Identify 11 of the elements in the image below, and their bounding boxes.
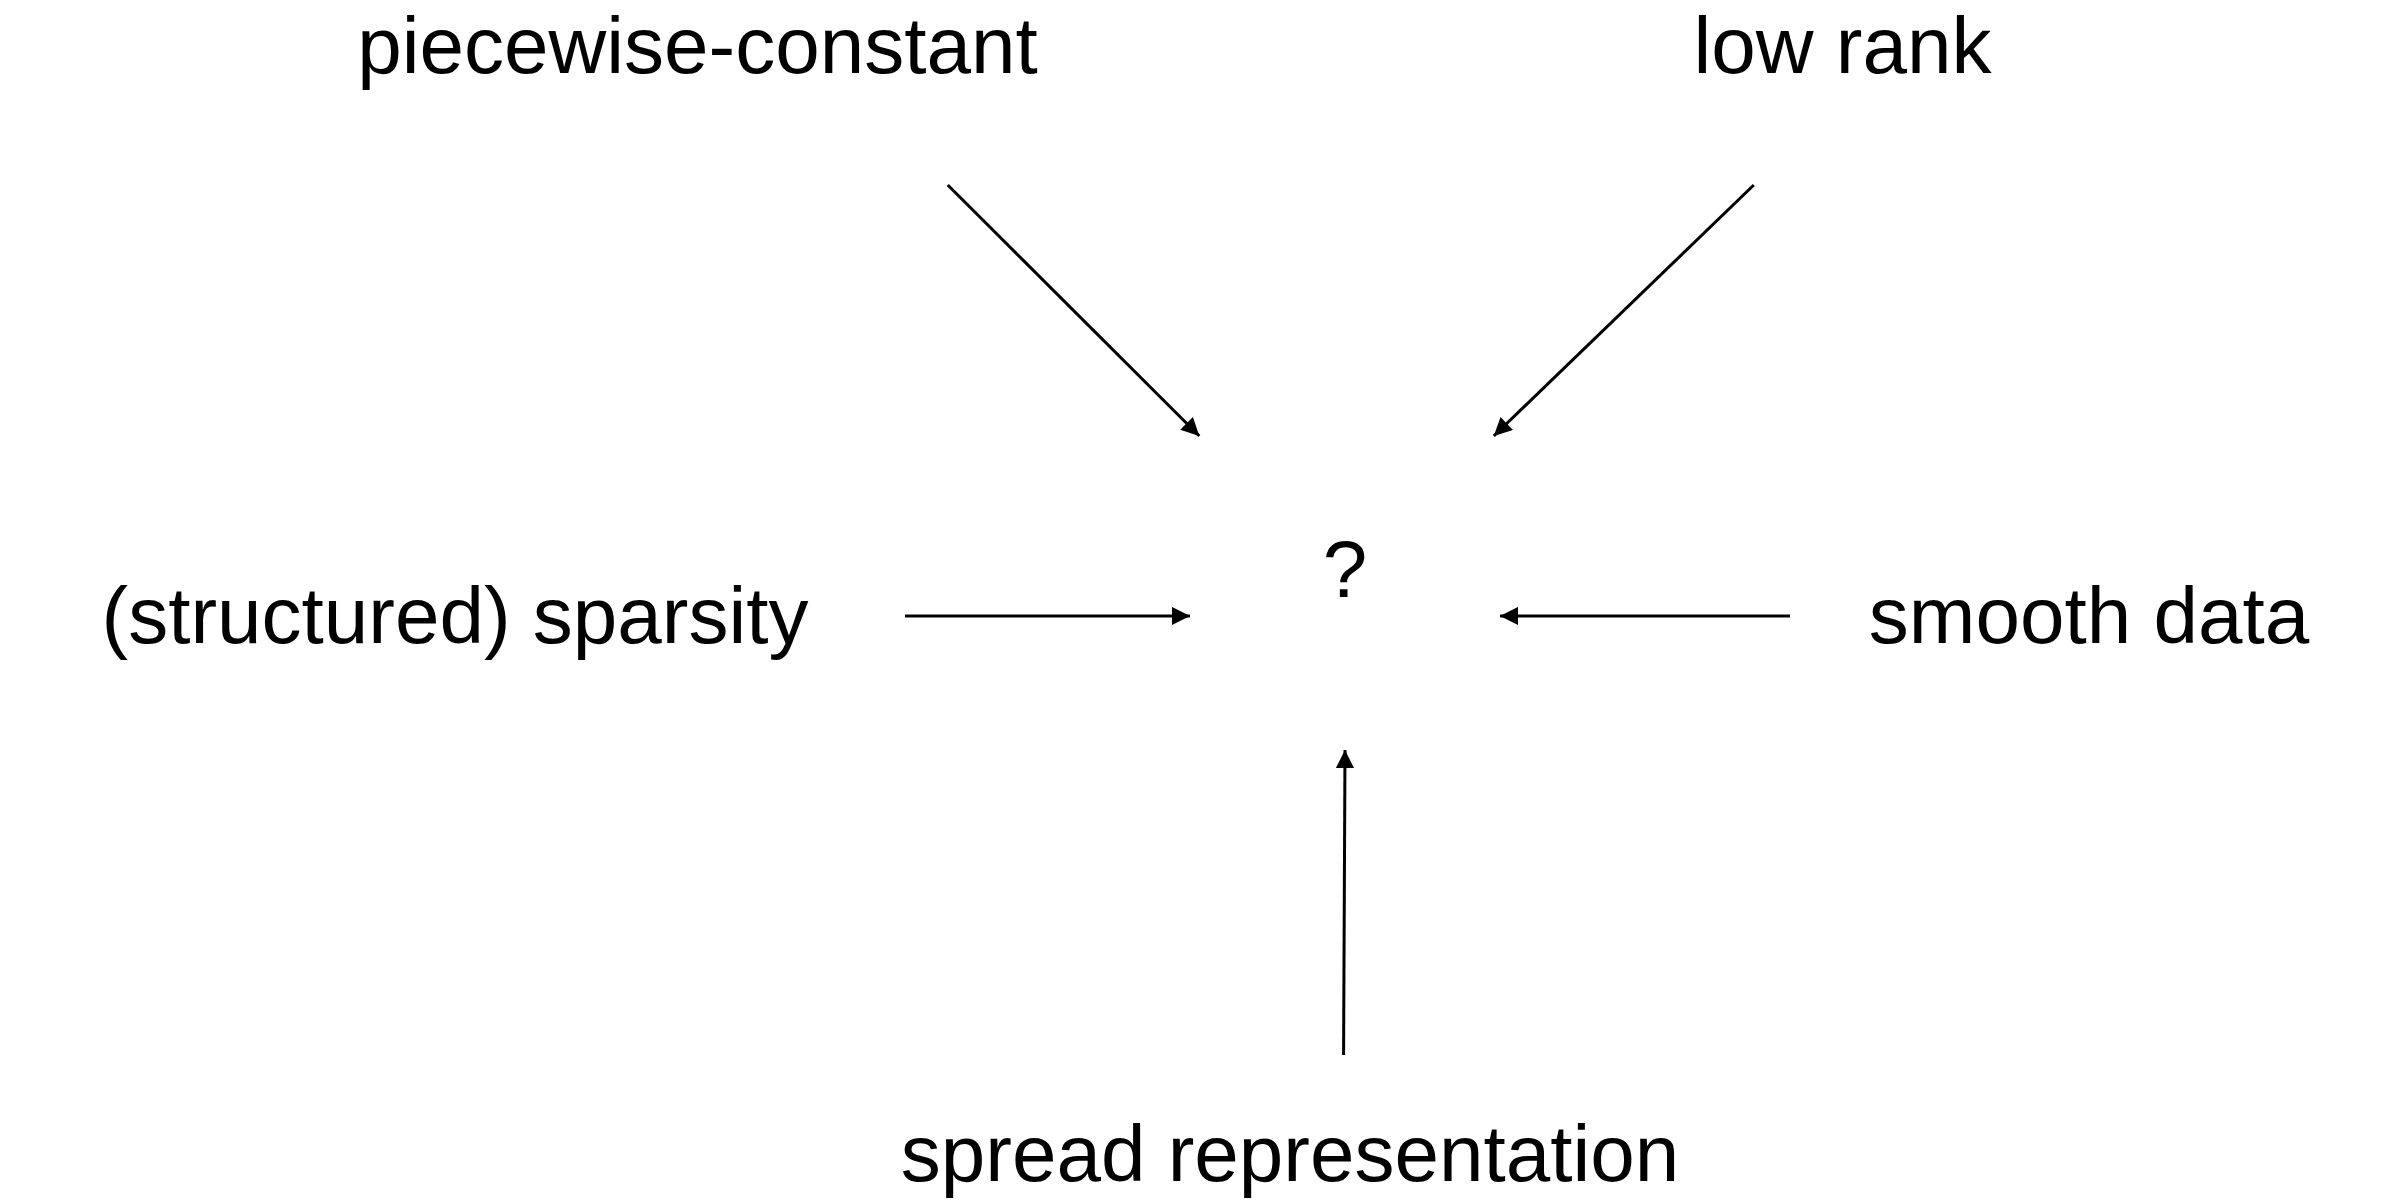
node-label: piecewise-constant xyxy=(357,0,1038,92)
arrow xyxy=(1500,606,1790,625)
node-label: (structured) sparsity xyxy=(100,570,810,662)
arrow xyxy=(1492,183,1755,438)
node-label: low rank xyxy=(1693,0,1992,92)
arrow xyxy=(946,183,1201,438)
node-label: ? xyxy=(1322,524,1368,616)
node-label: spread representation xyxy=(900,1108,1680,1200)
node-label: smooth data xyxy=(1867,570,2311,662)
arrow xyxy=(1335,750,1354,1055)
arrow xyxy=(905,606,1190,625)
